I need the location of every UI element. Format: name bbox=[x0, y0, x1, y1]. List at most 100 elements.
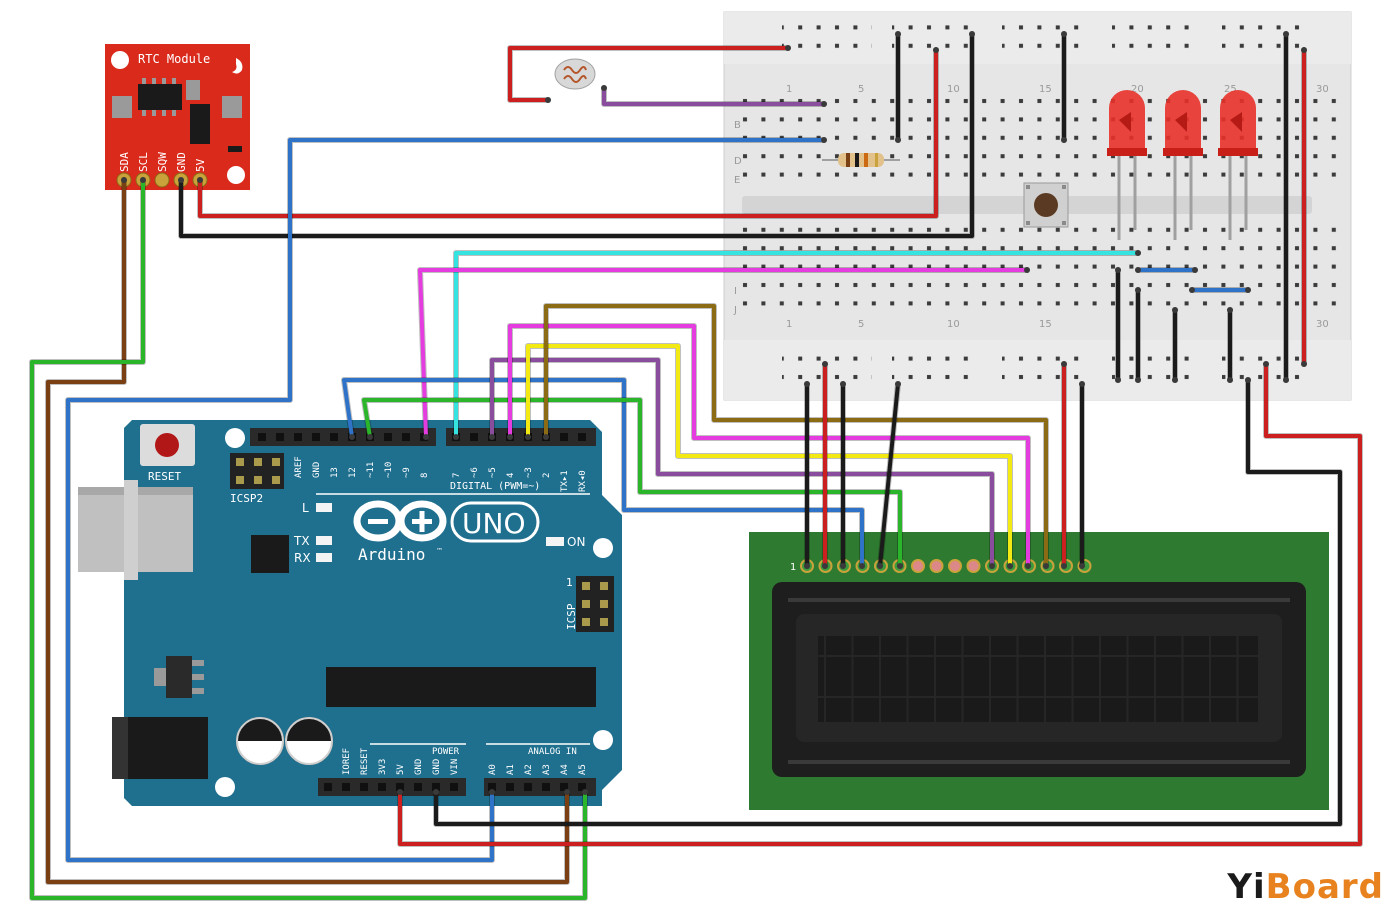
rtc-pin bbox=[154, 172, 170, 188]
wire-end bbox=[804, 381, 810, 387]
wire-end bbox=[1135, 377, 1141, 383]
header-pin bbox=[360, 783, 368, 791]
capacitor bbox=[285, 717, 333, 765]
digital-header-a bbox=[250, 428, 436, 446]
wire-end bbox=[895, 137, 901, 143]
power-pin-label: RESET bbox=[360, 747, 370, 775]
header-pin bbox=[578, 783, 586, 791]
wire-end bbox=[859, 563, 865, 569]
wire-end bbox=[582, 789, 588, 795]
wire-end bbox=[1061, 563, 1067, 569]
lcd-pin bbox=[966, 559, 981, 573]
header-pin bbox=[578, 433, 586, 441]
push-button[interactable] bbox=[1023, 182, 1069, 228]
header-pin bbox=[276, 433, 284, 441]
col-number: 5 bbox=[858, 84, 864, 95]
rtc-title: RTC Module bbox=[138, 52, 210, 66]
power-pin-label: VIN bbox=[450, 759, 460, 775]
header-pin bbox=[470, 433, 478, 441]
wire-end bbox=[1079, 563, 1085, 569]
wire-end bbox=[1007, 563, 1013, 569]
red-wire bbox=[398, 362, 1362, 846]
col-number: 15 bbox=[1039, 84, 1052, 95]
digital-pin-label: ~11 bbox=[366, 462, 376, 478]
lcd-pin1-label: 1 bbox=[790, 562, 796, 573]
lcd-pin bbox=[929, 559, 944, 573]
analog-label: ANALOG IN bbox=[528, 747, 577, 757]
wire-end bbox=[1115, 377, 1121, 383]
red-led bbox=[1218, 90, 1258, 240]
wire-end bbox=[969, 31, 975, 37]
reset-button-cap[interactable] bbox=[155, 433, 179, 457]
wire-end bbox=[423, 434, 429, 440]
wire-end bbox=[601, 85, 607, 91]
rtc-pin-label: 5V bbox=[194, 158, 207, 172]
wire-end bbox=[197, 177, 203, 183]
wire-end bbox=[453, 434, 459, 440]
top-power-rail bbox=[782, 22, 1312, 58]
wire-end bbox=[543, 434, 549, 440]
power-pin-label: IOREF bbox=[342, 748, 352, 775]
analog-pin-label: A2 bbox=[524, 764, 534, 775]
led-l bbox=[316, 503, 332, 512]
wire-end bbox=[933, 47, 939, 53]
digital-pin-label: ~5 bbox=[488, 467, 498, 478]
digital-pin-label: 7 bbox=[452, 473, 462, 478]
col-number: 1 bbox=[786, 319, 792, 330]
wire-end bbox=[1135, 267, 1141, 273]
purple-wire bbox=[490, 358, 994, 568]
icsp2-label: ICSP2 bbox=[230, 492, 263, 505]
header-pin bbox=[542, 783, 550, 791]
power-pin-label: 3V3 bbox=[378, 759, 388, 775]
header-pin bbox=[324, 783, 332, 791]
capacitor bbox=[236, 717, 284, 765]
header-pin bbox=[402, 433, 410, 441]
analog-pin-label: A3 bbox=[542, 764, 552, 775]
header-pin bbox=[488, 783, 496, 791]
lcd-pin bbox=[911, 559, 925, 573]
mount-hole bbox=[111, 51, 129, 69]
led-tx-label: TX bbox=[293, 534, 310, 548]
wire-end bbox=[1024, 267, 1030, 273]
rtc-chip bbox=[138, 84, 182, 110]
magenta-wire bbox=[508, 324, 1030, 568]
wire-end bbox=[1061, 31, 1067, 37]
digital-pin-label: AREF bbox=[294, 456, 304, 478]
col-number: 10 bbox=[947, 84, 960, 95]
arduino-trademark: ™ bbox=[436, 547, 443, 555]
digital-pin-label: ~10 bbox=[384, 462, 394, 478]
digital-pin-label: RX◂0 bbox=[578, 470, 588, 492]
analog-pin-label: A0 bbox=[488, 764, 498, 775]
arduino-logo-text: Arduino bbox=[358, 545, 425, 564]
mount-hole bbox=[593, 730, 613, 750]
wire-end bbox=[1079, 381, 1085, 387]
digital-label: DIGITAL (PWM=~) bbox=[450, 481, 540, 492]
olive-wire bbox=[544, 304, 1048, 568]
digital-pin-label: GND bbox=[312, 462, 322, 478]
wire-end bbox=[895, 31, 901, 37]
col-number: 1 bbox=[786, 84, 792, 95]
wire-end bbox=[821, 101, 827, 107]
green-wire bbox=[30, 178, 587, 900]
wire-end bbox=[507, 434, 513, 440]
arduino-logo bbox=[353, 500, 540, 543]
analog-pin-label: A5 bbox=[578, 764, 588, 775]
wire-end bbox=[821, 137, 827, 143]
wire-end bbox=[1227, 377, 1233, 383]
wire-end bbox=[1025, 563, 1031, 569]
header-pin bbox=[258, 433, 266, 441]
digital-pin-label: 2 bbox=[542, 473, 552, 478]
wire-end bbox=[840, 563, 846, 569]
header-pin bbox=[414, 783, 422, 791]
digital-pin-label: 4 bbox=[506, 473, 516, 478]
wire-end bbox=[1227, 307, 1233, 313]
led-rx-label: RX bbox=[294, 551, 311, 565]
wire-end bbox=[564, 789, 570, 795]
col-number: 20 bbox=[1131, 84, 1144, 95]
wire-end bbox=[1172, 377, 1178, 383]
led-rx bbox=[316, 553, 332, 562]
blue-wire bbox=[66, 138, 826, 862]
red-wire bbox=[508, 46, 790, 102]
